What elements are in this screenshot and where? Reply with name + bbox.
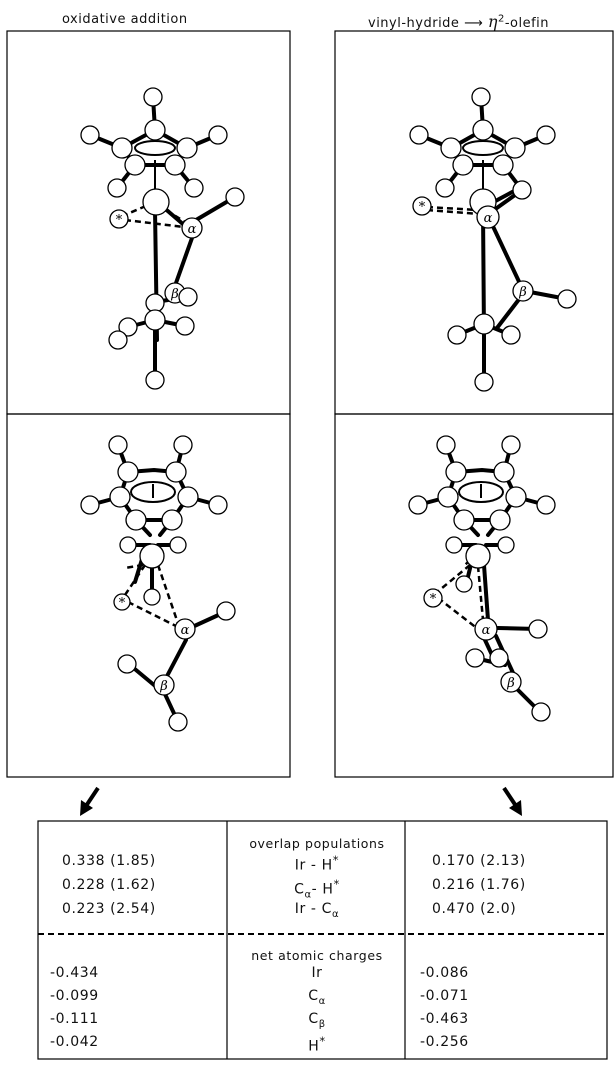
label-beta-tr: β <box>518 285 527 300</box>
molecule-bottom-left: * α β <box>80 435 236 732</box>
heading-eta: η <box>487 12 498 31</box>
overlap-right-0: 0.170 (2.13) <box>432 853 526 869</box>
label-hydride-tl: * <box>116 213 123 228</box>
label-alpha-br: α <box>482 623 491 638</box>
molecule-top-left: * α β <box>80 87 245 390</box>
overlap-label-2: Ir - Cα <box>294 901 340 920</box>
results-table-frame <box>37 820 608 1060</box>
overlap-left-0: 0.338 (1.85) <box>62 853 156 869</box>
arrow-down-left-icon <box>80 786 100 816</box>
label-beta-bl: β <box>159 679 168 694</box>
label-beta-tl: β <box>170 287 179 302</box>
heading-vinyl-hydride-to-olefin: vinyl-hydride ⟶ η2-olefin <box>368 12 549 31</box>
charge-label-0: Ir <box>311 965 323 981</box>
overlap-left-2: 0.223 (2.54) <box>62 901 156 917</box>
label-alpha-tr: α <box>484 211 493 226</box>
charge-right-0: -0.086 <box>420 965 469 981</box>
charge-right-1: -0.071 <box>420 988 469 1004</box>
label-alpha-tl: α <box>188 222 197 237</box>
section-title-charges: net atomic charges <box>251 948 383 963</box>
heading-eta-superscript: 2 <box>497 13 505 25</box>
label-hydride-tr: * <box>419 200 426 215</box>
arrow-right-icon: ⟶ <box>464 16 484 31</box>
charge-left-3: -0.042 <box>50 1034 99 1050</box>
molecule-bottom-right: * α β <box>408 435 556 722</box>
overlap-label-0: Ir - H* <box>294 853 340 874</box>
charge-label-2: Cβ <box>308 1011 326 1030</box>
section-title-overlap: overlap populations <box>249 836 385 851</box>
panel-bottom-left <box>6 413 291 778</box>
panel-bottom-right <box>334 413 614 778</box>
charge-left-1: -0.099 <box>50 988 99 1004</box>
heading-right-suffix: -olefin <box>504 16 550 31</box>
charge-left-0: -0.434 <box>50 965 99 981</box>
label-beta-br: β <box>506 676 515 691</box>
molecule-top-right: * α β <box>409 87 577 392</box>
label-hydride-br: * <box>430 592 437 607</box>
heading-right-prefix: vinyl-hydride <box>368 16 460 31</box>
charge-label-3: H* <box>308 1034 326 1055</box>
overlap-left-1: 0.228 (1.62) <box>62 877 156 893</box>
panel-frames <box>6 30 614 778</box>
charge-label-1: Cα <box>308 988 326 1007</box>
overlap-right-1: 0.216 (1.76) <box>432 877 526 893</box>
charge-right-3: -0.256 <box>420 1034 469 1050</box>
label-alpha-bl: α <box>181 623 190 638</box>
charge-right-2: -0.463 <box>420 1011 469 1027</box>
overlap-label-1: Cα- H* <box>294 877 340 901</box>
overlap-right-2: 0.470 (2.0) <box>432 901 517 917</box>
arrow-down-right-icon <box>502 786 522 816</box>
heading-oxidative-addition: oxidative addition <box>62 12 188 27</box>
panel-top-right <box>334 30 614 415</box>
label-hydride-bl: * <box>119 596 126 611</box>
charge-left-2: -0.111 <box>50 1011 99 1027</box>
